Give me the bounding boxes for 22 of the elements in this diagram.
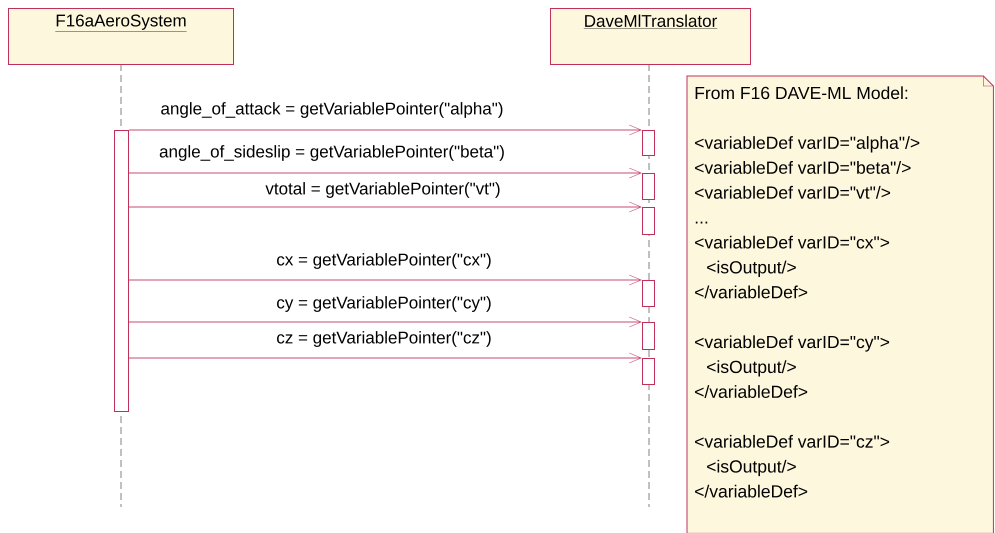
note-box: From F16 DAVE-ML Model: <variableDef varID="alpha"/> <variableDef varID="beta"/> <variableDef varID="vt"/> ... <variableDef varID="cx"> <isOutput/> </variableDef> <variableDef varID="cy"> <isOutput/> </variableDef> <variableDef varID="cz"> <isOutput/> </variableDef> (686, 76, 994, 533)
activation-bar (114, 130, 129, 412)
message-label: vtotal = getVariablePointer("vt") (264, 181, 502, 199)
message-label: cx = getVariablePointer("cx") (275, 252, 493, 270)
activation-bar (642, 280, 655, 307)
activation-bar (642, 173, 655, 200)
activation-bar (642, 130, 655, 156)
message-label: cz = getVariablePointer("cz") (275, 330, 493, 348)
message-arrow (128, 124, 642, 136)
message-label: angle_of_sideslip = getVariablePointer("beta") (158, 144, 506, 162)
message-arrow (128, 202, 642, 212)
activation-bar (642, 322, 655, 350)
activation-bar (642, 207, 655, 235)
activation-bar (642, 358, 655, 385)
message-label: angle_of_attack = getVariablePointer("alpha") (160, 101, 504, 119)
object-box: F16aAeroSystem (8, 8, 234, 65)
message-label: cy = getVariablePointer("cy") (275, 295, 493, 313)
object-box: DaveMlTranslator (550, 8, 751, 65)
message-arrow (128, 168, 642, 178)
message-arrow (128, 274, 642, 286)
message-arrow (128, 352, 642, 364)
message-arrow (128, 316, 642, 328)
